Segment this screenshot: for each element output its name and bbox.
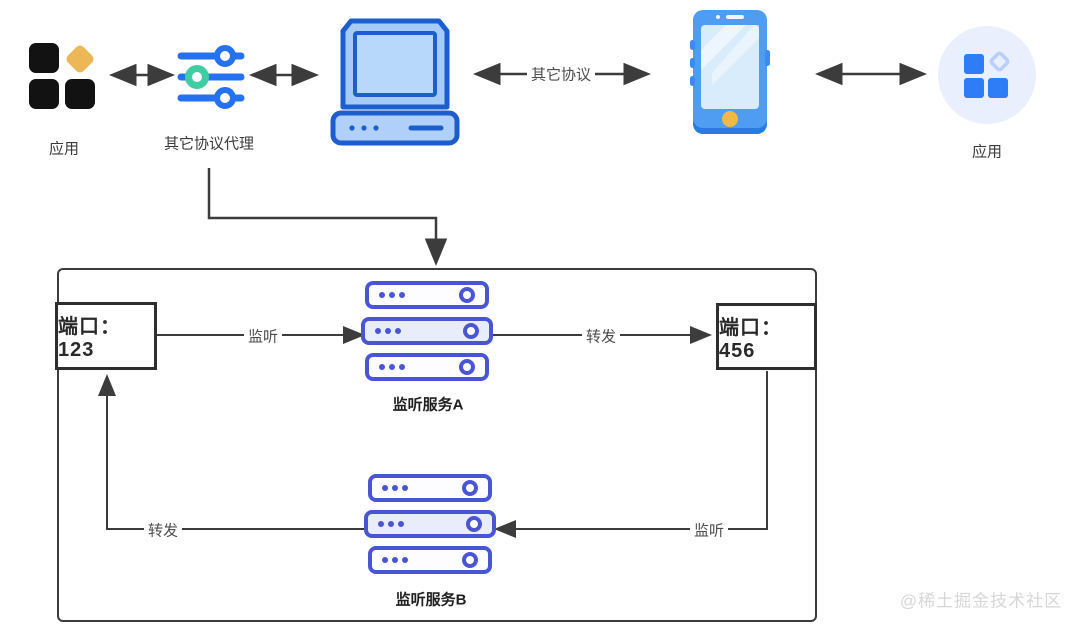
app-circle-bg: [938, 26, 1036, 124]
computer-icon: [330, 18, 460, 146]
server-dots-icon: [379, 364, 405, 370]
server-ring-icon: [462, 552, 478, 568]
flow-container-box: [57, 268, 817, 622]
edge-listen-b-label: 监听: [689, 519, 729, 541]
arrow-proxy-to-container: [207, 168, 448, 266]
port-123-box: 端口：123: [55, 302, 157, 370]
server-ring-icon: [459, 287, 475, 303]
phone-icon: [690, 10, 770, 134]
server-row: [365, 353, 489, 381]
server-dots-icon: [382, 485, 408, 491]
protocol-edge-label: 其它协议: [526, 63, 596, 85]
service-a-server-icon: [361, 281, 493, 381]
edge-listen-a-label: 监听: [243, 325, 283, 347]
server-row: [364, 510, 496, 538]
service-b-server-icon: [364, 474, 496, 574]
server-row: [361, 317, 493, 345]
service-a-label: 监听服务A: [392, 396, 464, 414]
server-dots-icon: [375, 328, 401, 334]
server-ring-icon: [466, 516, 482, 532]
app-grid-black-icon: [29, 43, 95, 109]
edge-forward-b-label: 转发: [143, 519, 183, 541]
app-left-label: 应用: [48, 140, 80, 158]
server-dots-icon: [382, 557, 408, 563]
server-ring-icon: [462, 480, 478, 496]
server-dots-icon: [378, 521, 404, 527]
proxy-label: 其它协议代理: [163, 135, 255, 153]
server-row: [368, 474, 492, 502]
port-456-label: 端口：456: [719, 316, 782, 362]
server-dots-icon: [379, 292, 405, 298]
port-456-box: 端口：456: [716, 303, 817, 370]
server-row: [365, 281, 489, 309]
server-row: [368, 546, 492, 574]
server-ring-icon: [459, 359, 475, 375]
app-right-label: 应用: [971, 143, 1003, 161]
port-123-label: 端口：123: [58, 316, 121, 361]
server-ring-icon: [463, 323, 479, 339]
protocol-proxy-sliders-icon: [177, 45, 245, 109]
app-grid-blue-icon: [964, 51, 1010, 98]
edge-forward-a-label: 转发: [581, 325, 621, 347]
service-b-label: 监听服务B: [395, 591, 467, 609]
watermark-text: @稀土掘金技术社区: [899, 591, 1063, 611]
